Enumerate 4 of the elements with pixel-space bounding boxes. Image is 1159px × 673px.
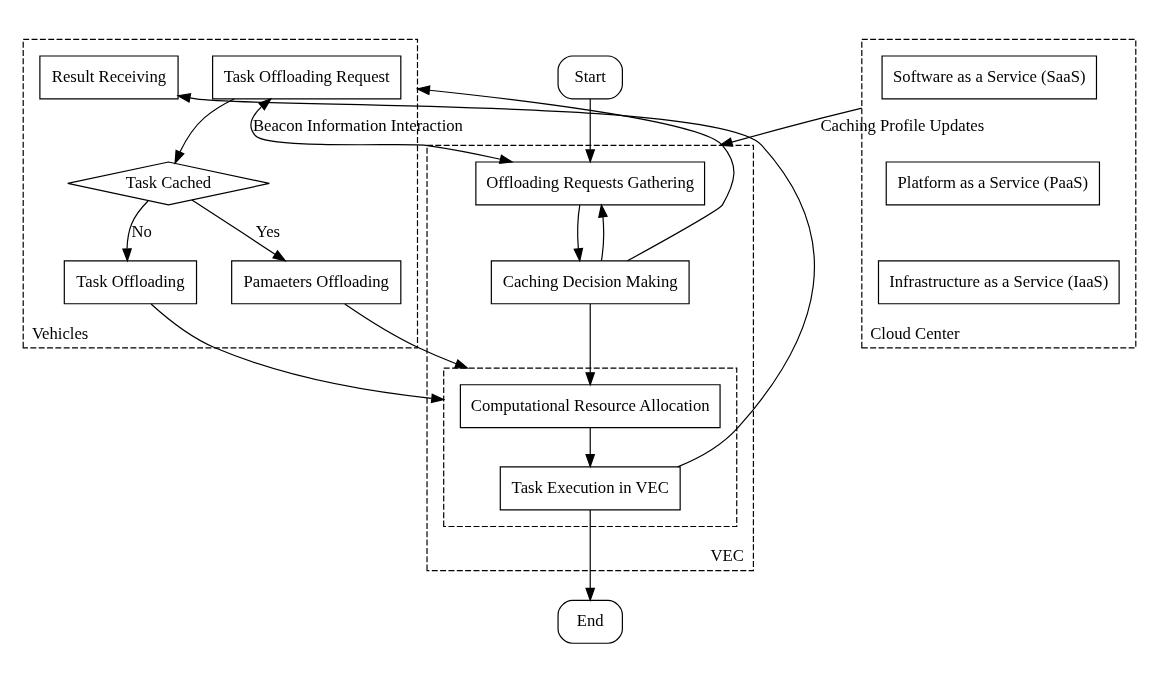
edge-label: Beacon Information Interaction: [252, 116, 463, 136]
edge-label: Caching Profile Updates: [820, 116, 985, 136]
edge-label: Yes: [255, 222, 281, 242]
edge-label: No: [131, 222, 152, 242]
